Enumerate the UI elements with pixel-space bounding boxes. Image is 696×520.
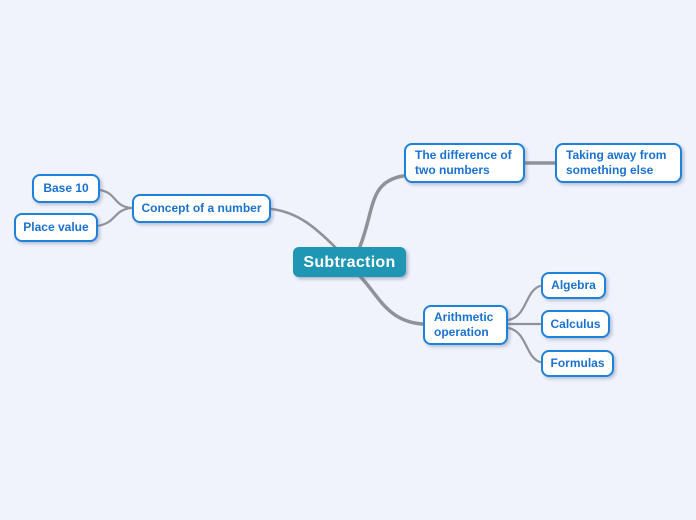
node-algebra[interactable]: Algebra (541, 272, 606, 299)
node-place-value[interactable]: Place value (14, 213, 98, 242)
node-difference-of-two-numbers[interactable]: The difference of two numbers (404, 143, 525, 183)
connector-placevalue-concept (95, 206, 133, 228)
connector-root-arithmetic (357, 273, 424, 326)
connector-root-concept (269, 207, 338, 250)
node-concept-of-a-number[interactable]: Concept of a number (132, 194, 271, 223)
node-formulas[interactable]: Formulas (541, 350, 614, 377)
connector-arithmetic-algebra (506, 284, 542, 322)
connector-base10-concept (98, 188, 133, 210)
node-calculus[interactable]: Calculus (541, 310, 610, 338)
node-arithmetic-operation[interactable]: Arithmetic operation (423, 305, 508, 345)
node-base-10[interactable]: Base 10 (32, 174, 100, 203)
connector-arithmetic-formulas (506, 326, 542, 364)
node-subtraction-root[interactable]: Subtraction (293, 247, 406, 277)
node-taking-away-from-something-else[interactable]: Taking away from something else (555, 143, 682, 183)
connector-root-difference (357, 174, 405, 251)
